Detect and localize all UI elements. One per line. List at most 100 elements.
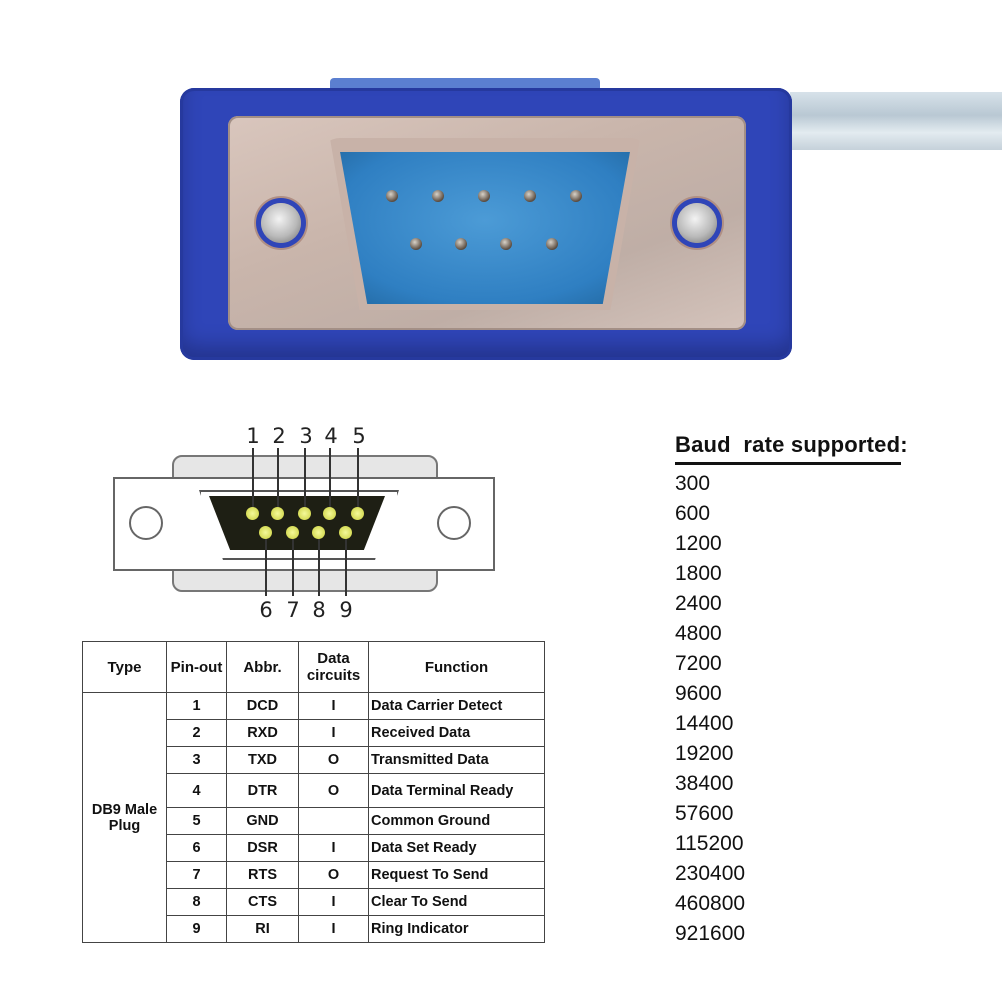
- baud-underline: [675, 462, 901, 465]
- mount-hole-left-icon: [129, 506, 163, 540]
- baud-rate-item: 1200: [675, 532, 722, 555]
- pin-cell: 4: [166, 773, 227, 808]
- dir-cell: I: [298, 915, 369, 943]
- type-line2: Plug: [108, 817, 141, 834]
- function-cell: Received Data: [368, 719, 545, 747]
- screw-left-icon: [261, 203, 301, 243]
- function-cell: Data Carrier Detect: [368, 692, 545, 720]
- baud-rate-item: 9600: [675, 682, 722, 705]
- table-row: 8 CTS I Clear To Send: [83, 888, 545, 916]
- baud-rate-item: 2400: [675, 592, 722, 615]
- lead-9: [345, 538, 347, 596]
- abbr-cell: RI: [226, 915, 299, 943]
- photo-pin-8: [500, 238, 512, 250]
- function-cell: Clear To Send: [368, 888, 545, 916]
- photo-pin-9: [546, 238, 558, 250]
- baud-rate-item: 921600: [675, 922, 746, 945]
- baud-rate-item: 300: [675, 472, 711, 495]
- photo-pin-2: [432, 190, 444, 202]
- dir-cell: O: [298, 861, 369, 889]
- photo-pin-3: [478, 190, 490, 202]
- pin-label-7: 7: [286, 598, 300, 622]
- lead-4: [329, 448, 331, 510]
- table-row: 6 DSR I Data Set Ready: [83, 834, 545, 862]
- diagram-dsub-face: [209, 496, 385, 550]
- function-cell: Ring Indicator: [368, 915, 545, 943]
- pin-label-8: 8: [312, 598, 326, 622]
- dir-cell: O: [298, 773, 369, 808]
- baud-rate-item: 230400: [675, 862, 746, 885]
- pin-label-6: 6: [259, 598, 273, 622]
- header-function: Function: [368, 641, 545, 693]
- dir-cell: I: [298, 719, 369, 747]
- pin-cell: 1: [166, 692, 227, 720]
- header-data-line2: circuits: [306, 667, 361, 684]
- baud-rate-item: 19200: [675, 742, 734, 765]
- lead-6: [265, 538, 267, 596]
- header-pinout: Pin-out: [166, 641, 227, 693]
- header-data-line1: Data: [317, 650, 350, 667]
- baud-title: Baud rate supported:: [675, 432, 908, 457]
- dsub-insert: [340, 152, 630, 304]
- table-row: 2 RXD I Received Data: [83, 719, 545, 747]
- pin-label-2: 2: [272, 424, 286, 448]
- baud-rate-item: 7200: [675, 652, 722, 675]
- cable: [790, 92, 1002, 150]
- header-abbr: Abbr.: [226, 641, 299, 693]
- pin-label-9: 9: [339, 598, 353, 622]
- function-cell: Request To Send: [368, 861, 545, 889]
- dir-cell: I: [298, 692, 369, 720]
- abbr-cell: TXD: [226, 746, 299, 774]
- diagram-pin-5: [351, 507, 364, 520]
- abbr-cell: RXD: [226, 719, 299, 747]
- lead-3: [304, 448, 306, 510]
- pin-cell: 9: [166, 915, 227, 943]
- header-type: Type: [82, 641, 167, 693]
- abbr-cell: DTR: [226, 773, 299, 808]
- dir-cell: I: [298, 834, 369, 862]
- table-row: 9 RI I Ring Indicator: [83, 915, 545, 943]
- function-cell: Data Set Ready: [368, 834, 545, 862]
- photo-pin-1: [386, 190, 398, 202]
- pin-cell: 3: [166, 746, 227, 774]
- baud-rate-list: 300 600 1200 1800 2400 4800 7200 9600 14…: [675, 469, 745, 949]
- abbr-cell: RTS: [226, 861, 299, 889]
- lead-5: [357, 448, 359, 510]
- pin-label-1: 1: [246, 424, 260, 448]
- dir-cell: [298, 807, 369, 835]
- abbr-cell: DSR: [226, 834, 299, 862]
- type-line1: DB9 Male: [91, 801, 158, 818]
- table-row: 3 TXD O Transmitted Data: [83, 746, 545, 774]
- diagram-pin-7: [286, 526, 299, 539]
- baud-rate-item: 460800: [675, 892, 746, 915]
- abbr-cell: DCD: [226, 692, 299, 720]
- lead-2: [277, 448, 279, 510]
- pin-label-5: 5: [352, 424, 366, 448]
- baud-rate-item: 115200: [675, 832, 744, 855]
- dir-cell: O: [298, 746, 369, 774]
- lead-8: [318, 538, 320, 596]
- pin-label-4: 4: [324, 424, 338, 448]
- baud-rate-item: 600: [675, 502, 711, 525]
- pin-cell: 5: [166, 807, 227, 835]
- diagram-pin-8: [312, 526, 325, 539]
- photo-pin-5: [570, 190, 582, 202]
- photo-pin-6: [410, 238, 422, 250]
- baud-rate-item: 4800: [675, 622, 722, 645]
- function-cell: Transmitted Data: [368, 746, 545, 774]
- baud-rate-item: 1800: [675, 562, 722, 585]
- pin-cell: 2: [166, 719, 227, 747]
- diagram-pin-3: [298, 507, 311, 520]
- diagram-pin-9: [339, 526, 352, 539]
- abbr-cell: GND: [226, 807, 299, 835]
- diagram-pin-2: [271, 507, 284, 520]
- baud-rate-item: 14400: [675, 712, 734, 735]
- photo-pin-7: [455, 238, 467, 250]
- mount-hole-right-icon: [437, 506, 471, 540]
- function-cell: Data Terminal Ready: [368, 773, 545, 808]
- diagram-pin-1: [246, 507, 259, 520]
